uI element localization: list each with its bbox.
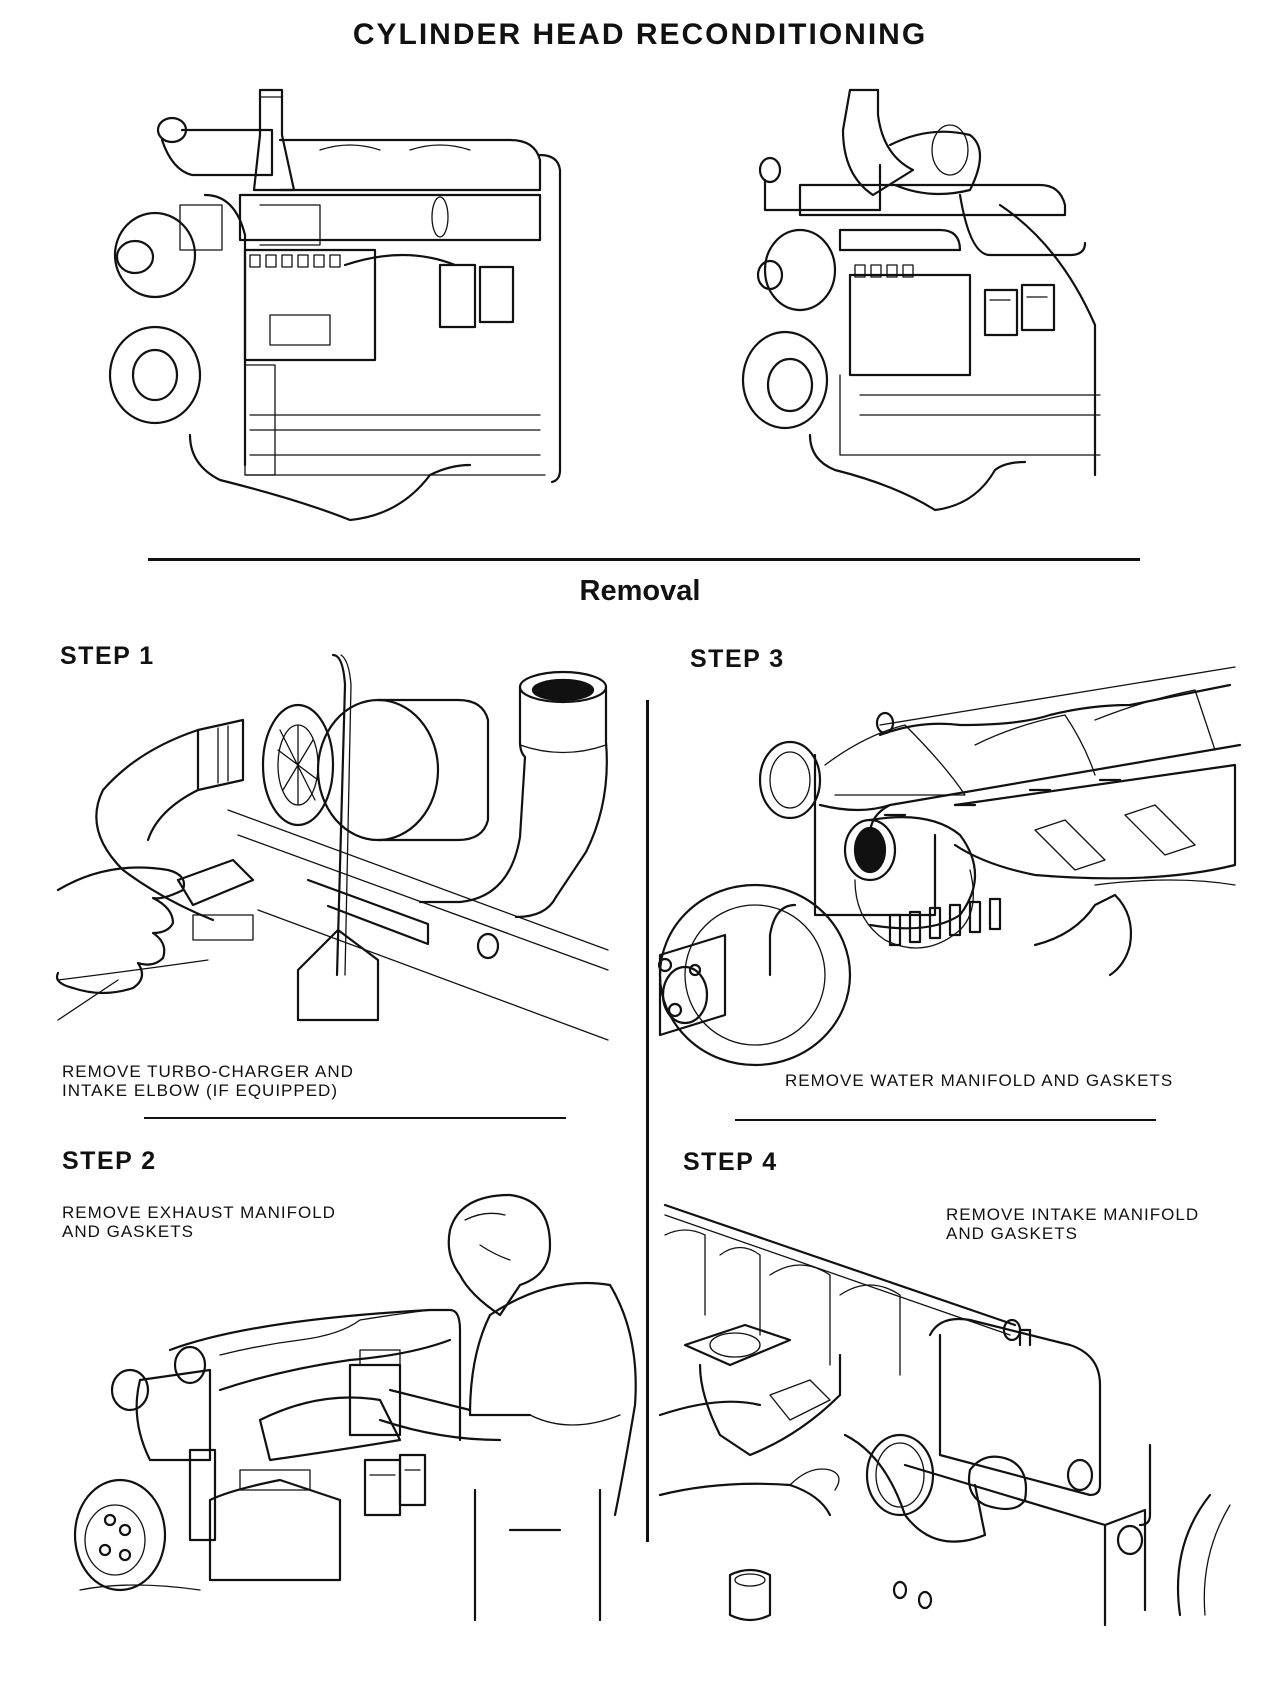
step-2-illustration bbox=[73, 1193, 637, 1622]
section-title: Removal bbox=[579, 575, 701, 607]
step-4-caption: REMOVE INTAKE MANIFOLD AND GASKETS bbox=[946, 1205, 1200, 1243]
engine-overview-right-illustration bbox=[741, 88, 1101, 512]
step-4-illustration bbox=[658, 1203, 1231, 1627]
step-3-illustration bbox=[657, 666, 1242, 1067]
engine-overview-left-illustration bbox=[108, 88, 562, 522]
step-1-label: STEP 1 bbox=[60, 642, 155, 670]
step-2-label: STEP 2 bbox=[62, 1147, 157, 1175]
page-title: CYLINDER HEAD RECONDITIONING bbox=[352, 18, 928, 51]
step-1-divider bbox=[144, 1117, 566, 1119]
section-divider bbox=[148, 558, 1140, 561]
step-3-label: STEP 3 bbox=[690, 645, 785, 673]
step-3-divider bbox=[735, 1119, 1156, 1121]
step-2-caption: REMOVE EXHAUST MANIFOLD AND GASKETS bbox=[62, 1203, 336, 1241]
column-divider bbox=[646, 700, 649, 1542]
step-3-caption: REMOVE WATER MANIFOLD AND GASKETS bbox=[785, 1071, 1174, 1090]
step-4-label: STEP 4 bbox=[683, 1148, 778, 1176]
step-1-illustration bbox=[55, 653, 609, 1041]
step-1-caption: REMOVE TURBO-CHARGER AND INTAKE ELBOW (I… bbox=[62, 1062, 354, 1100]
